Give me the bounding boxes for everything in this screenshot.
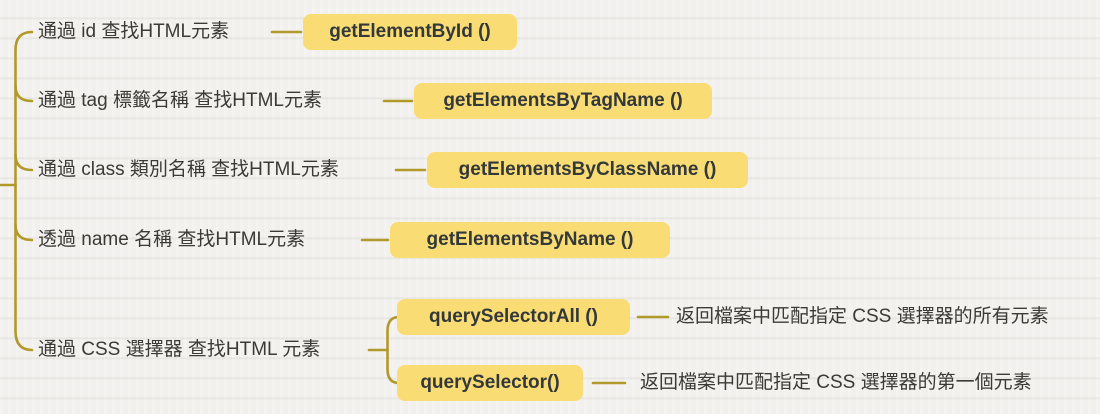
branch-2-elbow-connector (14, 84, 34, 103)
topic-find-by-class[interactable]: 通過 class 類別名稱 查找HTML元素 (38, 159, 339, 180)
topic-find-by-id[interactable]: 通過 id 查找HTML元素 (38, 21, 230, 42)
method-node-getelementsbytagname[interactable]: getElementsByTagName () (414, 83, 712, 119)
method-node-getelementbyid[interactable]: getElementById () (303, 14, 517, 50)
branch-4-elbow-connector (14, 223, 34, 242)
topic-find-by-css-selector[interactable]: 通過 CSS 選擇器 查找HTML 元素 (38, 339, 321, 360)
topic-find-by-name[interactable]: 透過 name 名稱 查找HTML元素 (38, 229, 306, 250)
branch-3-elbow-connector (14, 153, 34, 172)
branch-5-bracket-connector (386, 315, 401, 385)
queryselectorall-description[interactable]: 返回檔案中匹配指定 CSS 選擇器的所有元素 (676, 306, 1049, 327)
topic-find-by-tag[interactable]: 通過 tag 標籤名稱 查找HTML元素 (38, 90, 322, 111)
trunk-connector (14, 30, 34, 352)
method-node-getelementsbyclassname[interactable]: getElementsByClassName () (427, 152, 748, 188)
method-node-queryselectorall[interactable]: querySelectorAll () (397, 299, 630, 335)
method-node-queryselector[interactable]: querySelector() (397, 365, 583, 401)
queryselector-description[interactable]: 返回檔案中匹配指定 CSS 選擇器的第一個元素 (640, 372, 1032, 393)
method-node-getelementsbyname[interactable]: getElementsByName () (390, 222, 670, 258)
